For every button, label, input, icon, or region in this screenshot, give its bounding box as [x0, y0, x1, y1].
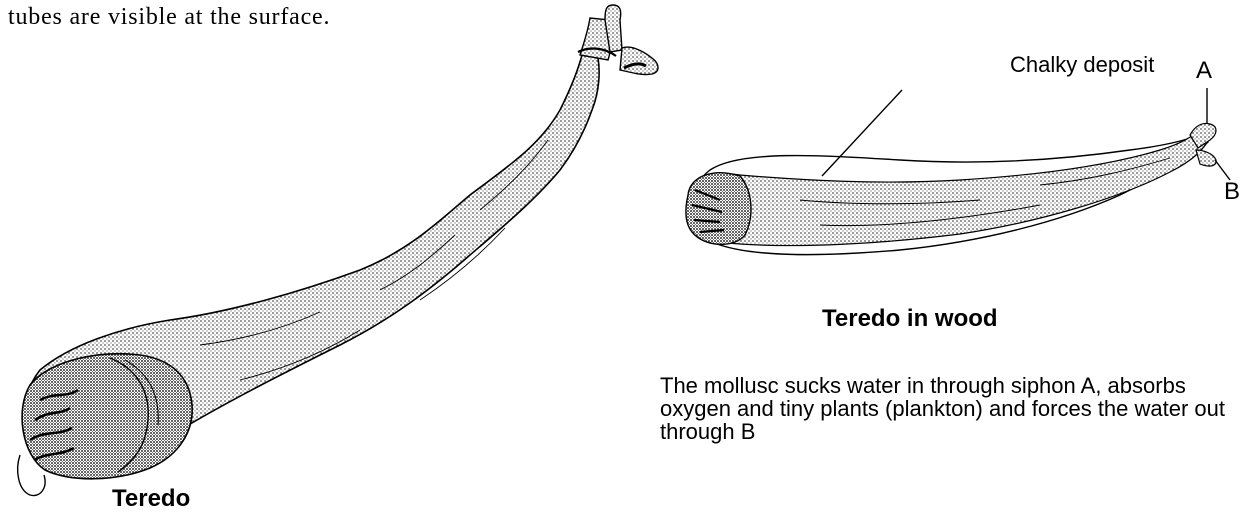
teredo-siphon-lower [620, 47, 658, 74]
teredo-shell [22, 354, 192, 479]
wood-teredo-head [686, 173, 751, 245]
caption-teredo-in-wood: Teredo in wood [822, 305, 998, 333]
chalky-deposit-label: Chalky deposit [1010, 52, 1154, 78]
teredo-in-wood-drawing [686, 88, 1230, 255]
siphon-a-label: A [1196, 57, 1212, 85]
wood-teredo-body [690, 126, 1210, 246]
siphon-b-label: B [1224, 178, 1240, 206]
siphon-b [1196, 150, 1216, 166]
description-text: The mollusc sucks water in through sipho… [660, 374, 1240, 443]
caption-teredo: Teredo [112, 485, 190, 513]
leader-b [1215, 160, 1230, 180]
teredo-drawing [18, 5, 658, 496]
